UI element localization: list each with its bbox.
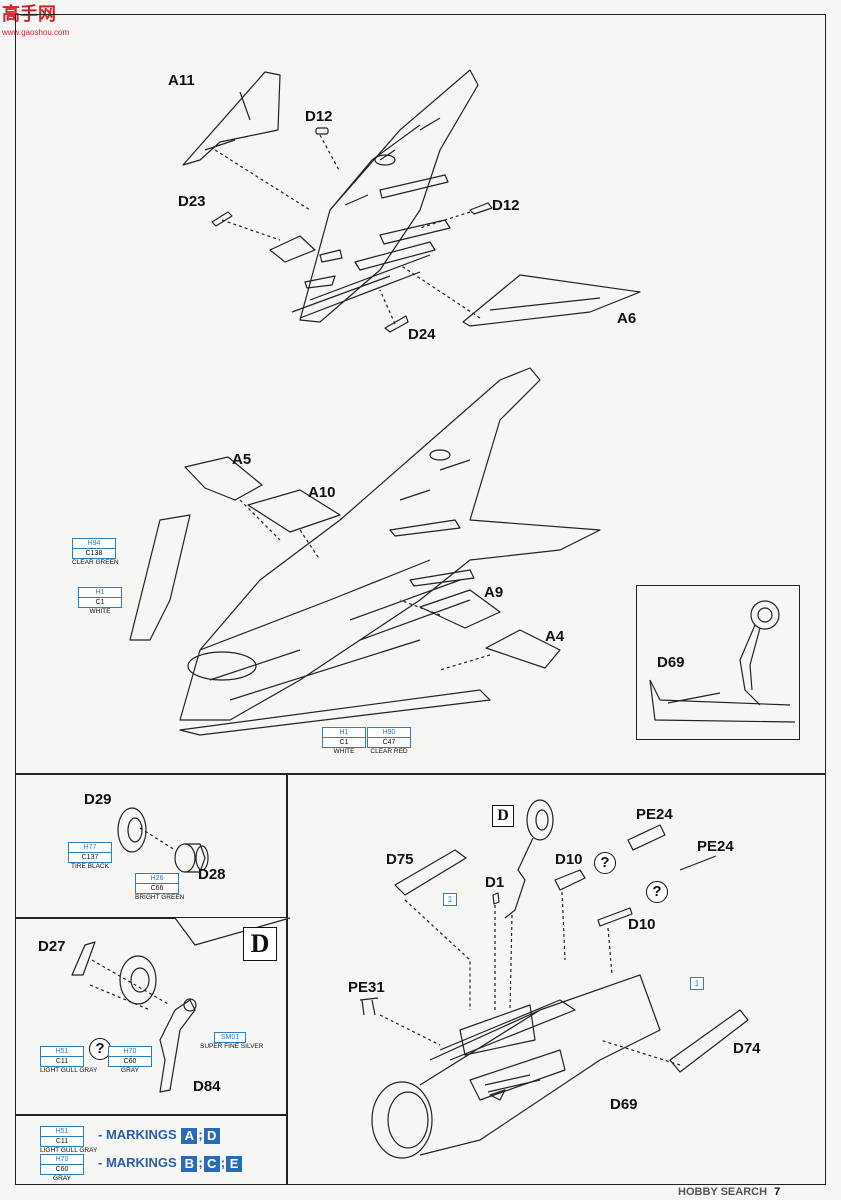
top-panel-frame: [15, 14, 826, 774]
question-mark-icon-nose-top: ?: [594, 852, 616, 874]
marking-badge-c: C: [203, 1155, 220, 1172]
part-label-d84: D84: [193, 1078, 221, 1095]
upper-fuselage-drawing: [182, 69, 641, 333]
part-label-pe31: PE31: [348, 979, 385, 996]
marking-badge-b: B: [181, 1155, 198, 1172]
question-mark-icon-nose-right: ?: [646, 881, 668, 903]
assembly-lines-middle: [239, 499, 491, 671]
inset-gear-drawing: [649, 600, 796, 723]
paint-callout-clear-green: H94 C138 CLEAR GREEN: [72, 538, 119, 566]
part-label-a11: A11: [168, 72, 195, 89]
part-label-d24: D24: [408, 326, 436, 343]
lower-fuselage-drawing: [129, 367, 601, 736]
legend-paint-gray: H70 C60 GRAY: [40, 1154, 84, 1183]
paint-callout-super-fine-silver: SM01 SUPER FINE SILVER: [200, 1032, 264, 1050]
assembly-lines-top: [214, 134, 481, 325]
legend-panel-frame: [15, 1115, 287, 1185]
nose-panel-frame: [287, 774, 826, 1185]
part-label-d12-top: D12: [305, 108, 333, 125]
paint-callout-tire-black: H77 C137 TIRE BLACK: [68, 842, 112, 871]
part-label-d29: D29: [84, 791, 112, 808]
part-label-d27: D27: [38, 938, 66, 955]
paint-callout-white-bottom: H1 C1 WHITE: [322, 727, 366, 756]
part-label-d10-top: D10: [555, 851, 583, 868]
nose-sub-assembly-box-d: D: [492, 805, 514, 827]
part-label-d12-right: D12: [492, 197, 520, 214]
part-label-d74: D74: [733, 1040, 761, 1057]
gear-sub-assembly-box-d: D: [243, 927, 277, 961]
part-label-d69: D69: [610, 1096, 638, 1113]
part-label-pe24-top: PE24: [636, 806, 673, 823]
part-label-d75: D75: [386, 851, 414, 868]
paint-callout-light-gull-gray: H51 C11 LIGHT GULL GRAY: [40, 1046, 98, 1074]
paint-callout-gray: H70 C60 GRAY: [108, 1046, 152, 1075]
part-label-a4: A4: [545, 628, 565, 645]
step-reference-1-left: 1: [443, 893, 457, 906]
assembly-lines-nose: [379, 891, 681, 1066]
part-label-d69-inset: D69: [657, 654, 685, 671]
legend-paint-light-gull-gray: H51 C11 LIGHT GULL GRAY: [40, 1126, 98, 1154]
legend-markings-row-1: - MARKINGS A;D: [98, 1127, 220, 1144]
gear-drawing: [71, 917, 291, 1093]
step-reference-1-right: 1: [690, 977, 704, 990]
part-label-a5: A5: [232, 451, 252, 468]
paint-callout-bright-green: H26 C66 BRIGHT GREEN: [135, 873, 185, 901]
part-label-d1: D1: [485, 874, 505, 891]
marking-badge-d: D: [203, 1127, 220, 1144]
watermark-url: www.gaoshou.com: [2, 28, 70, 37]
part-label-d10-right: D10: [628, 916, 656, 933]
paint-callout-white-left: H1 C1 WHITE: [78, 587, 122, 616]
marking-badge-a: A: [181, 1127, 198, 1144]
part-label-a9: A9: [484, 584, 504, 601]
watermark-hobby-search: HOBBY SEARCH 7: [678, 1186, 781, 1198]
paint-callout-clear-red: H90 C47 CLEAR RED: [367, 727, 411, 756]
page-number: 7: [774, 1186, 781, 1198]
nose-drawing: [359, 799, 749, 1159]
legend-markings-row-2: - MARKINGS B;C;E: [98, 1155, 243, 1172]
part-label-pe24-right: PE24: [697, 838, 734, 855]
gear-panel-frame: [15, 918, 287, 1115]
part-label-d28: D28: [198, 866, 226, 883]
wheel-drawing: [117, 807, 209, 873]
part-label-d23: D23: [178, 193, 206, 210]
part-label-a10: A10: [308, 484, 336, 501]
inset-frame: [636, 585, 800, 740]
marking-badge-e: E: [226, 1155, 243, 1172]
part-label-a6: A6: [617, 310, 637, 327]
wheel-panel-frame: [15, 774, 287, 918]
